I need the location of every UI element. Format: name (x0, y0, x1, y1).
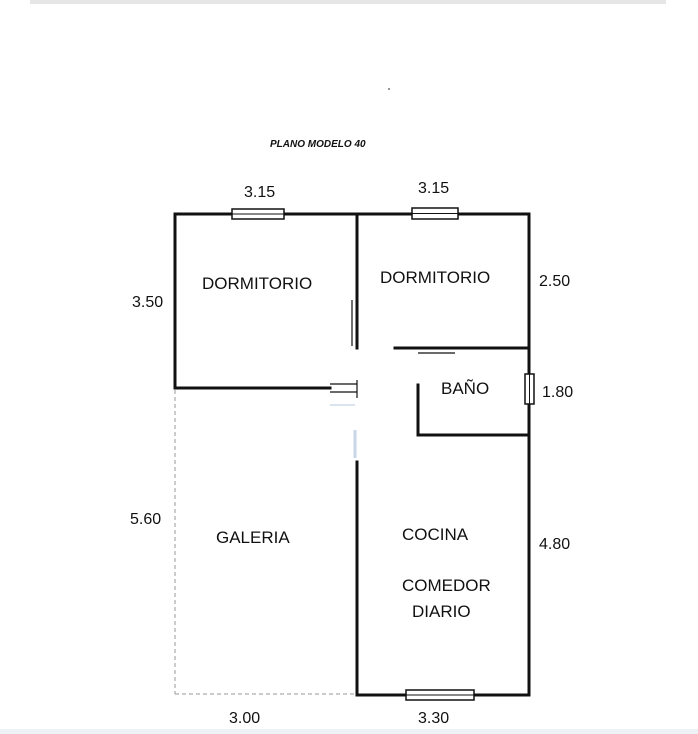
dimension-right-upper: 2.50 (539, 273, 570, 290)
dimension-left-upper: 3.50 (132, 294, 163, 311)
walls (173, 212, 531, 697)
window-bottom (405, 689, 475, 701)
room-label-cocina: COCINA (402, 525, 469, 544)
top-divider (30, 0, 666, 4)
room-label-galeria: GALERIA (216, 528, 290, 547)
door-leaves (330, 300, 455, 398)
room-label-diario: DIARIO (412, 602, 471, 621)
plan-title: PLANO MODELO 40 (270, 139, 366, 150)
windows (231, 207, 535, 701)
dimension-bottom-left: 3.00 (229, 710, 260, 727)
window-top-left (231, 208, 285, 220)
dimension-bottom-right: 3.30 (418, 710, 449, 727)
gallery-outline (174, 390, 357, 695)
bottom-strip (0, 729, 698, 734)
speck (388, 88, 390, 90)
window-bath (524, 373, 535, 405)
room-label-dormitorio-right: DORMITORIO (380, 268, 490, 287)
dimension-right-lower: 4.80 (539, 536, 570, 553)
dimension-right-bath: 1.80 (542, 384, 573, 401)
window-top-right (411, 207, 459, 220)
dimension-top-right: 3.15 (418, 180, 449, 197)
room-label-bano: BAÑO (441, 379, 489, 398)
dimension-top-left: 3.15 (244, 184, 275, 201)
dimension-left-lower: 5.60 (130, 511, 161, 528)
room-label-comedor: COMEDOR (402, 576, 491, 595)
room-label-dormitorio-left: DORMITORIO (202, 274, 312, 293)
